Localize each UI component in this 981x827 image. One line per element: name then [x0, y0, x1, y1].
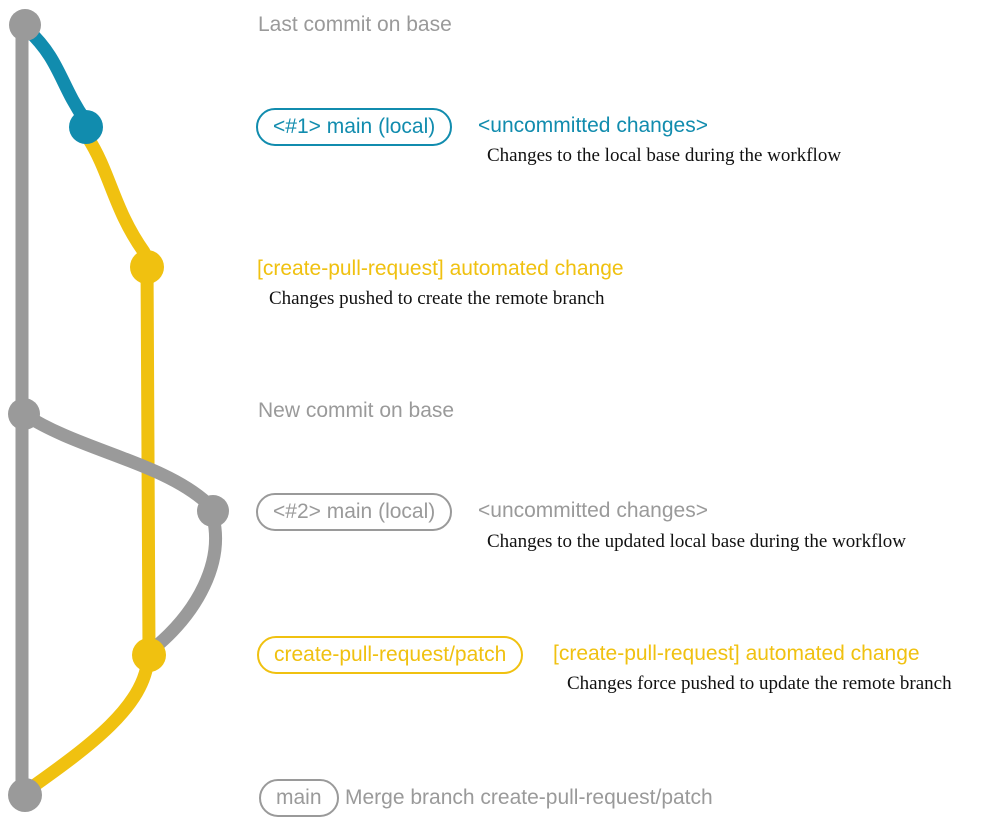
commit-graph [8, 9, 229, 812]
branch-badge-main: main [259, 779, 339, 817]
patch-branch-line-vertical [140, 255, 156, 657]
commit-node-patch-2 [132, 638, 166, 672]
patch-merge-line [21, 651, 155, 797]
branch-badge-main-local-1: <#1> main (local) [256, 108, 453, 146]
commit-node-main-local-2 [197, 495, 229, 527]
merge-commit-message: Merge branch create-pull-request/patch [345, 786, 713, 809]
commit-desc-force-pushed: Changes force pushed to update the remot… [567, 673, 952, 694]
main-local-branch-line-1 [21, 23, 92, 127]
branch-badge-main-local-2: <#2> main (local) [256, 493, 453, 531]
commit-node-patch-1 [130, 250, 164, 284]
milestone-last-commit-on-base: Last commit on base [258, 13, 452, 36]
commit-desc-updated-local-base: Changes to the updated local base during… [487, 531, 906, 552]
commit-node-merge [8, 778, 42, 812]
commit-heading-automated-change-1: [create-pull-request] automated change [257, 257, 624, 280]
commit-desc-local-base: Changes to the local base during the wor… [487, 145, 842, 166]
branch-badge-create-pull-request-patch: create-pull-request/patch [257, 636, 524, 674]
commit-note-uncommitted-changes-2: <uncommitted changes> [478, 499, 708, 522]
commit-note-uncommitted-changes-1: <uncommitted changes> [478, 114, 708, 137]
commit-node-last-base [9, 9, 41, 41]
commit-node-new-base [8, 398, 40, 430]
main-local-branch-line-2 [17, 407, 214, 510]
milestone-new-commit-on-base: New commit on base [258, 399, 455, 422]
commit-node-main-local-1 [69, 110, 103, 144]
main-local-to-patch-line [146, 510, 223, 656]
commit-desc-pushed-create: Changes pushed to create the remote bran… [269, 288, 605, 309]
patch-branch-line-1 [81, 131, 151, 259]
commit-heading-automated-change-2: [create-pull-request] automated change [553, 642, 920, 665]
